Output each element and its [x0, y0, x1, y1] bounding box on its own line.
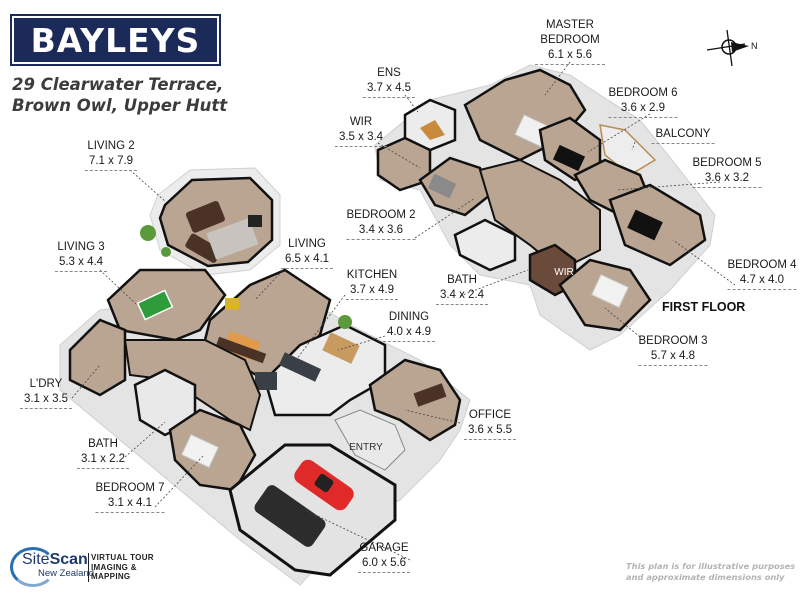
- room-name: MASTER BEDROOM: [540, 19, 600, 46]
- property-address: 29 Clearwater Terrace, Brown Owl, Upper …: [12, 74, 272, 116]
- logo-country: New Zealand: [38, 568, 94, 579]
- room-name: BEDROOM 5: [692, 157, 762, 169]
- room-name: BEDROOM 4: [727, 259, 797, 271]
- room-name: BATH: [447, 274, 477, 286]
- label-living: LIVING 6.5 x 4.1: [280, 237, 334, 269]
- room-name: ENS: [377, 67, 401, 79]
- room-dimensions: 3.6 x 2.9: [608, 101, 678, 118]
- room-name: BALCONY: [651, 127, 715, 144]
- disclaimer: This plan is for illustrative purposes a…: [626, 561, 796, 583]
- room-name: LIVING 3: [57, 241, 105, 253]
- address-line-2: Brown Owl, Upper Hutt: [12, 96, 228, 115]
- label-bath-ground-floor: BATH 3.1 x 2.2: [76, 437, 130, 469]
- label-office: OFFICE 3.6 x 5.5: [463, 408, 517, 440]
- room-dimensions: 4.7 x 4.0: [727, 273, 797, 290]
- logo-wordmark: SiteScan: [22, 551, 88, 569]
- address-line-1: 29 Clearwater Terrace,: [12, 75, 224, 94]
- label-laundry: L'DRY 3.1 x 3.5: [19, 377, 73, 409]
- svg-text:N: N: [751, 41, 758, 51]
- logo-tagline-2: IMAGING & MAPPING: [91, 562, 137, 582]
- room-name: DINING: [388, 311, 430, 323]
- room-name: OFFICE: [468, 409, 512, 421]
- label-living-3: LIVING 3 5.3 x 4.4: [54, 240, 108, 272]
- leader-lines: [71, 61, 736, 561]
- label-bedroom-5: BEDROOM 5 3.6 x 3.2: [692, 156, 762, 188]
- first-floor-plan: [374, 64, 716, 351]
- label-kitchen: KITCHEN 3.7 x 4.9: [345, 268, 399, 300]
- room-name: GARAGE: [359, 542, 409, 554]
- compass-north-icon: N: [706, 29, 758, 66]
- room-dimensions: 5.7 x 4.8: [638, 349, 708, 366]
- label-bath-first-floor: BATH 3.4 x 2.4: [435, 273, 489, 305]
- room-dimensions: 7.1 x 7.9: [84, 154, 138, 171]
- room-dimensions: 3.7 x 4.5: [362, 81, 416, 98]
- floor-title-first-floor: FIRST FLOOR: [662, 300, 746, 314]
- brand-name: BAYLEYS: [30, 20, 201, 60]
- room-name: L'DRY: [29, 378, 63, 390]
- room-dimensions: 3.1 x 3.5: [19, 392, 73, 409]
- room-dimensions: 3.6 x 5.5: [463, 423, 517, 440]
- label-bedroom-3: BEDROOM 3 5.7 x 4.8: [638, 334, 708, 366]
- brand-logo: BAYLEYS: [10, 14, 221, 66]
- room-dimensions: 4.0 x 4.9: [382, 325, 436, 342]
- room-dimensions: 3.4 x 2.4: [435, 288, 489, 305]
- room-dimensions: 6.1 x 5.6: [535, 48, 605, 65]
- logo-tagline: VIRTUAL TOUR IMAGING & MAPPING: [88, 553, 178, 582]
- room-dimensions: 6.5 x 4.1: [280, 252, 334, 269]
- room-dimensions: 3.1 x 2.2: [76, 452, 130, 469]
- room-dimensions: 3.1 x 4.1: [95, 496, 165, 513]
- label-bedroom-6: BEDROOM 6 3.6 x 2.9: [608, 86, 678, 118]
- logo-site-text: Site: [22, 551, 50, 568]
- room-dimensions: 3.4 x 3.6: [346, 223, 416, 240]
- room-name: BEDROOM 7: [95, 482, 165, 494]
- room-name: BATH: [88, 438, 118, 450]
- room-dimensions: 3.5 x 3.4: [334, 130, 388, 147]
- room-dimensions: 6.0 x 5.6: [357, 556, 411, 573]
- room-name: WIR: [349, 116, 373, 128]
- ground-floor-plan: [59, 167, 471, 586]
- label-master-bedroom: MASTER BEDROOM 6.1 x 5.6: [535, 18, 605, 65]
- label-bedroom-4: BEDROOM 4 4.7 x 4.0: [727, 258, 797, 290]
- logo-scan-text: Scan: [49, 551, 88, 568]
- label-wir-2: WIR: [554, 265, 573, 280]
- room-name: BEDROOM 2: [346, 209, 416, 221]
- label-living-2: LIVING 2 7.1 x 7.9: [84, 139, 138, 171]
- room-dimensions: 5.3 x 4.4: [54, 255, 108, 272]
- label-wir: WIR 3.5 x 3.4: [334, 115, 388, 147]
- label-bedroom-7: BEDROOM 7 3.1 x 4.1: [95, 481, 165, 513]
- room-name: BEDROOM 6: [608, 87, 678, 99]
- sitescan-logo: SiteScan New Zealand VIRTUAL TOUR IMAGIN…: [8, 545, 178, 590]
- room-name: LIVING: [288, 238, 326, 250]
- disclaimer-line-1: This plan is for illustrative purposes: [626, 561, 796, 571]
- label-ensuite: ENS 3.7 x 4.5: [362, 66, 416, 98]
- logo-arc-icon: [10, 547, 56, 587]
- room-name: KITCHEN: [346, 269, 398, 281]
- room-name: BEDROOM 3: [638, 335, 708, 347]
- room-dimensions: 3.6 x 3.2: [692, 171, 762, 188]
- label-balcony: BALCONY: [651, 127, 715, 144]
- label-garage: GARAGE 6.0 x 5.6: [357, 541, 411, 573]
- room-name: ENTRY: [349, 442, 383, 453]
- label-entry: ENTRY: [349, 440, 383, 455]
- logo-tagline-1: VIRTUAL TOUR: [91, 553, 154, 562]
- room-name: WIR: [554, 267, 574, 278]
- room-dimensions: 3.7 x 4.9: [345, 283, 399, 300]
- disclaimer-line-2: and approximate dimensions only: [626, 572, 785, 582]
- label-bedroom-2: BEDROOM 2 3.4 x 3.6: [346, 208, 416, 240]
- label-dining: DINING 4.0 x 4.9: [382, 310, 436, 342]
- room-name: LIVING 2: [87, 140, 135, 152]
